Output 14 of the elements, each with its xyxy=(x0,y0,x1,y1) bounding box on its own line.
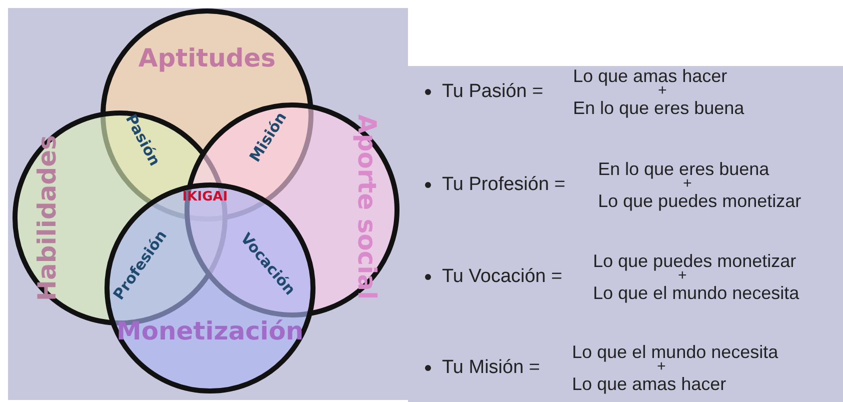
center-label: IKIGAI xyxy=(182,190,228,204)
circle-title: Aporte social xyxy=(352,114,382,300)
term-text: Tu Vocación = xyxy=(442,267,562,287)
definition-text: Lo que el mundo necesita xyxy=(593,283,800,303)
term-text: Tu Profesión = xyxy=(442,175,566,195)
venn-circle xyxy=(104,182,316,394)
term-text: Tu Pasión = xyxy=(442,82,544,102)
circle-title: Habilidades xyxy=(32,135,62,301)
term-text: Tu Misión = xyxy=(442,358,540,378)
definition-text: Lo que amas hacer xyxy=(572,374,726,394)
circle-title: Monetización xyxy=(116,316,304,346)
definition-text: Lo que puedes monetizar xyxy=(598,191,802,211)
definition-text: En lo que eres buena xyxy=(573,98,744,118)
circle-title: Aptitudes xyxy=(138,44,276,72)
